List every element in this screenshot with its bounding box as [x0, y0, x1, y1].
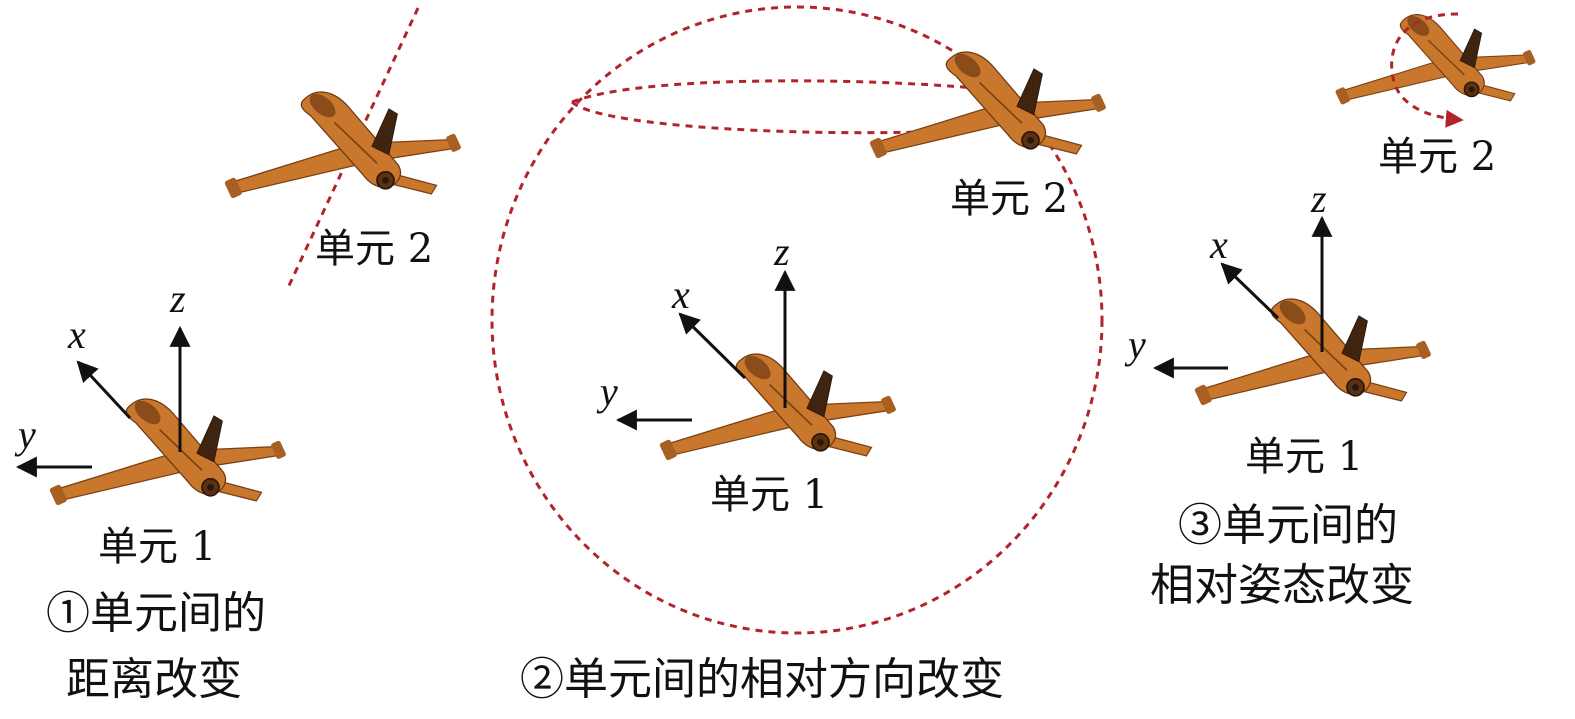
caption-line-2: 距离改变 — [66, 654, 242, 705]
aircraft-unit1-panel2 — [658, 350, 898, 462]
x-axis-label: x — [671, 272, 690, 317]
caption-line-2: 相对姿态改变 — [1150, 560, 1414, 611]
caption-line-1: ①单元间的 — [46, 588, 266, 639]
unit2-label: 单元 2 — [315, 226, 433, 272]
dashed-orbit — [570, 79, 976, 135]
unit2-label: 单元 2 — [950, 176, 1068, 222]
unit1-label: 单元 1 — [1245, 434, 1363, 480]
unit2-label: 单元 2 — [1378, 134, 1496, 180]
panel-2-direction-change: z x y 单元 2 单元 1 ②单元间的相对方向改变 — [490, 5, 1108, 705]
panel-1-distance-change: z x y 单元 2 单元 1 ①单元间的 距离改变 — [14, 7, 463, 705]
unit1-label: 单元 1 — [710, 472, 828, 518]
y-axis-label: y — [596, 369, 618, 414]
z-axis-label: z — [1310, 176, 1327, 221]
unit1-label: 单元 1 — [98, 524, 216, 570]
aircraft-unit2-panel2 — [868, 48, 1108, 160]
y-axis-label: y — [14, 412, 36, 457]
z-axis-label: z — [773, 229, 790, 274]
x-axis-label: x — [1209, 222, 1228, 267]
caption: ②单元间的相对方向改变 — [520, 654, 1004, 705]
caption-line-1: ③单元间的 — [1178, 500, 1398, 551]
panel-3-attitude-change: z x y 单元 2 单元 1 ③单元间的 相对姿态改变 — [1124, 11, 1537, 611]
dashed-rotation-arrow — [1390, 12, 1464, 128]
z-axis-label: z — [169, 276, 186, 321]
dashed-sphere — [490, 5, 1104, 635]
x-axis-label: x — [67, 312, 86, 357]
aircraft-unit1-panel1 — [48, 395, 288, 507]
x-axis-arrow — [678, 312, 747, 380]
x-axis-arrow — [76, 360, 132, 420]
aircraft-unit2-panel3 — [1334, 11, 1537, 106]
aircraft-unit1-panel3 — [1193, 295, 1433, 407]
x-axis-arrow — [1220, 262, 1280, 320]
y-axis-label: y — [1124, 322, 1146, 367]
aircraft-unit2-panel1 — [223, 88, 463, 200]
